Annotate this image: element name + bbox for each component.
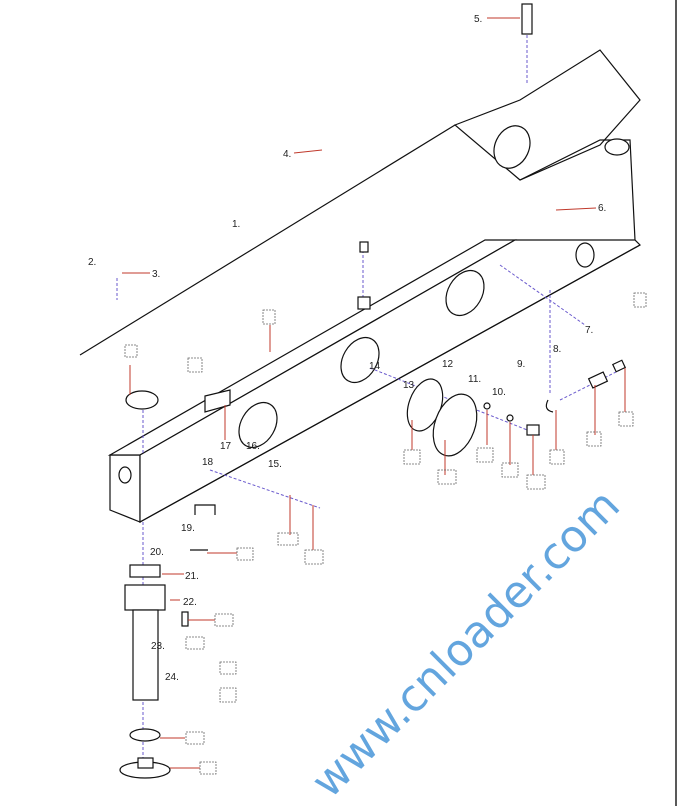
part-label-5: 5. [474,14,482,25]
part-label-23: 23. [151,641,165,652]
part-label-2: 2. [88,257,96,268]
components [119,3,627,779]
part-label-22: 22. [183,597,197,608]
boom-structure [79,49,641,524]
part-label-1: 1. [232,219,240,230]
part-label-20: 20. [150,547,164,558]
part-label-8: 8. [553,344,561,355]
part-label-11: 11. [468,374,481,385]
watermark: www.cnloader.com [302,480,630,806]
part-label-15: 15. [268,459,282,470]
part-label-18: 18 [202,457,214,468]
part-label-10: 10. [492,387,506,398]
part-label-13: 13 [403,380,415,391]
part-label-16: 16. [246,441,260,452]
leader-lines [122,17,626,769]
reference-boxes [124,292,647,775]
part-label-12: 12 [442,359,454,370]
part-label-3: 3. [152,269,160,280]
part-label-17: 17 [220,441,232,452]
part-label-24: 24. [165,672,179,683]
part-label-19: 19. [181,523,195,534]
part-label-7: 7. [585,325,593,336]
part-label-4: 4. [283,149,291,160]
part-labels: 1. 2. 3. 4. 5. 6. 7. 8. 9. 10. 11. 12 13… [88,14,606,683]
part-label-9: 9. [517,359,525,370]
part-label-21: 21. [185,571,199,582]
part-label-14: 14 [369,361,381,372]
part-label-6: 6. [598,203,606,214]
